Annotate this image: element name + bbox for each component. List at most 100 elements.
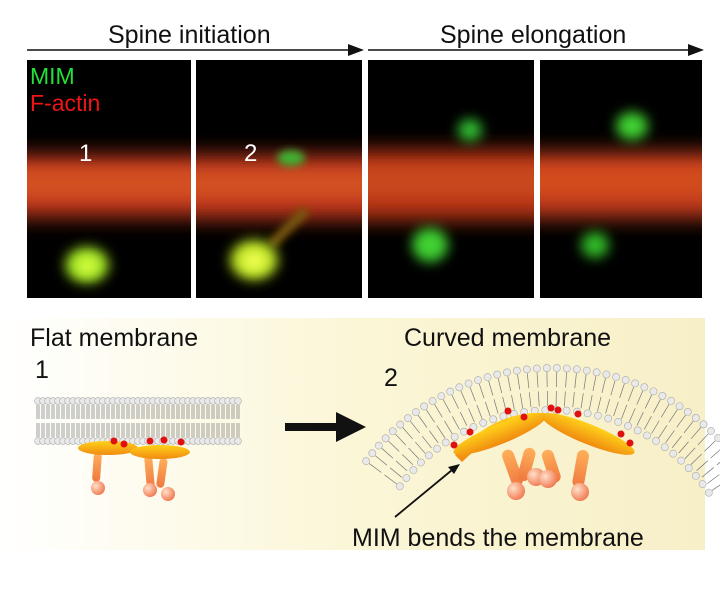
curved-number: 2 xyxy=(384,364,398,392)
lipid-tail xyxy=(690,427,702,439)
lipid-tail xyxy=(597,396,602,412)
mim-cluster-core xyxy=(77,257,97,275)
lipid-head xyxy=(479,418,488,427)
lipid-tail xyxy=(636,390,644,405)
lipid-tail xyxy=(389,467,402,478)
lipid-tail xyxy=(468,408,475,423)
red-dot xyxy=(110,437,118,445)
lipid-head xyxy=(469,423,478,431)
mim-imd-domain xyxy=(130,445,190,459)
lipid-head xyxy=(691,414,700,422)
lipid-head xyxy=(677,456,686,465)
lipid-head xyxy=(621,376,630,384)
lipid-head xyxy=(411,408,420,417)
lipid-tail xyxy=(572,392,575,408)
lipid-tail xyxy=(588,394,593,410)
lipid-head xyxy=(604,414,613,423)
lipid-head xyxy=(446,387,455,396)
dendrite-core xyxy=(540,166,702,196)
mim-spine-head xyxy=(616,112,648,140)
dendrite-core xyxy=(368,165,534,197)
red-dot xyxy=(626,439,634,447)
lipid-head xyxy=(684,464,693,472)
dendrite-core xyxy=(27,168,191,198)
lipid-tail xyxy=(658,425,668,439)
lipid-tail xyxy=(507,376,512,392)
lipid-tail xyxy=(678,441,689,454)
lipid-head xyxy=(437,392,446,401)
lipid-head xyxy=(675,402,684,411)
lipid-head xyxy=(640,383,649,392)
lipid-tail xyxy=(536,372,539,388)
lipid-head xyxy=(424,451,433,460)
lipid-head xyxy=(402,474,411,482)
red-dot xyxy=(450,441,458,449)
lipid-head xyxy=(234,437,242,445)
lipid-tail xyxy=(653,399,661,413)
filopodium xyxy=(267,206,310,249)
mim-imd-domain xyxy=(455,412,545,462)
lipid-tail xyxy=(711,484,720,491)
lipid-tail xyxy=(451,416,460,430)
mim-stalk xyxy=(572,449,589,488)
lipid-tail xyxy=(564,391,566,407)
lipid-tail xyxy=(459,412,468,426)
lipid-head xyxy=(652,437,660,445)
mim-imd-domain xyxy=(541,413,635,455)
lipid-tail xyxy=(537,391,540,407)
lipid-tail xyxy=(429,430,439,444)
lipid-head xyxy=(374,441,383,450)
mim-ball xyxy=(507,482,525,500)
micrograph-panel-1: MIM F-actin 1 xyxy=(27,60,191,298)
mim-stalk xyxy=(156,457,168,488)
lipid-head xyxy=(522,365,531,374)
lipid-tail xyxy=(643,415,652,430)
lipid-tail xyxy=(583,374,587,390)
lipid-tail xyxy=(628,408,636,423)
lipid-tail xyxy=(417,415,428,428)
lipid-tail xyxy=(528,392,532,408)
lipid-tail xyxy=(414,441,426,454)
lipid-tail xyxy=(690,453,702,465)
lipid-tail xyxy=(460,390,468,405)
lipid-tail xyxy=(565,372,567,388)
micrograph-panel-4 xyxy=(540,60,702,298)
lipid-head xyxy=(643,431,651,440)
lipid-tail xyxy=(676,414,686,428)
lipid-tail xyxy=(442,399,451,413)
panel-number-2: 2 xyxy=(244,140,258,167)
lipid-tail xyxy=(493,399,499,414)
lipid-tail xyxy=(444,420,453,434)
lipid-tail xyxy=(408,447,420,460)
lipid-head xyxy=(388,427,397,436)
lipid-tail xyxy=(436,425,446,439)
red-dot xyxy=(120,440,128,448)
lipid-head xyxy=(404,414,412,423)
lipid-head xyxy=(433,444,441,453)
lipid-head xyxy=(409,466,418,474)
lipid-tail xyxy=(704,440,716,452)
lipid-tail xyxy=(605,399,611,414)
lipid-head xyxy=(714,434,720,442)
mim-stalk xyxy=(517,447,536,482)
lipid-tail xyxy=(627,386,634,402)
mim-ball xyxy=(571,483,589,501)
lipid-head xyxy=(669,449,678,458)
lipid-tail xyxy=(610,380,616,396)
lipid-head xyxy=(699,420,708,429)
lipid-head xyxy=(395,482,404,491)
mim-stalk xyxy=(541,449,561,483)
red-dot xyxy=(160,436,168,444)
lipid-tail xyxy=(613,401,619,417)
transition-arrow xyxy=(285,412,366,442)
mim-ball xyxy=(143,483,157,497)
micrograph-image-3 xyxy=(368,119,534,262)
mim-small xyxy=(277,150,305,166)
lipid-tail xyxy=(451,394,459,409)
flat-membrane-title: Flat membrane xyxy=(30,324,199,352)
micrograph-image-4 xyxy=(540,112,702,258)
lipid-head xyxy=(704,488,713,497)
lipid-head xyxy=(583,409,592,418)
lipid-head xyxy=(691,471,700,480)
